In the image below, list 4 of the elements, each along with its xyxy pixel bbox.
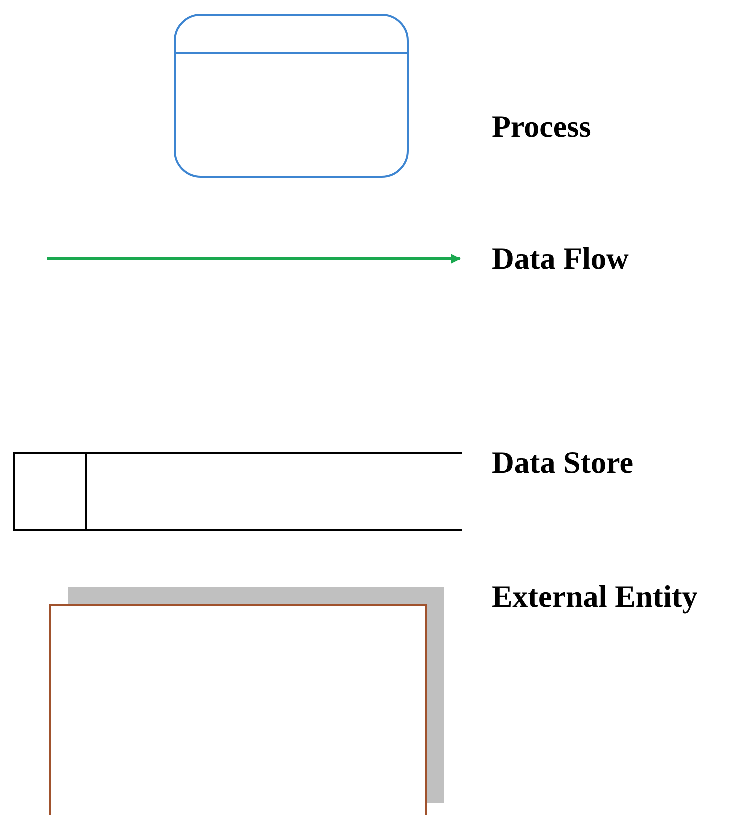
legend-label: Data Flow [492,241,629,277]
legend-label: External Entity [492,579,698,615]
legend-label: Process [492,109,592,145]
legend-label: Data Store [492,445,634,481]
